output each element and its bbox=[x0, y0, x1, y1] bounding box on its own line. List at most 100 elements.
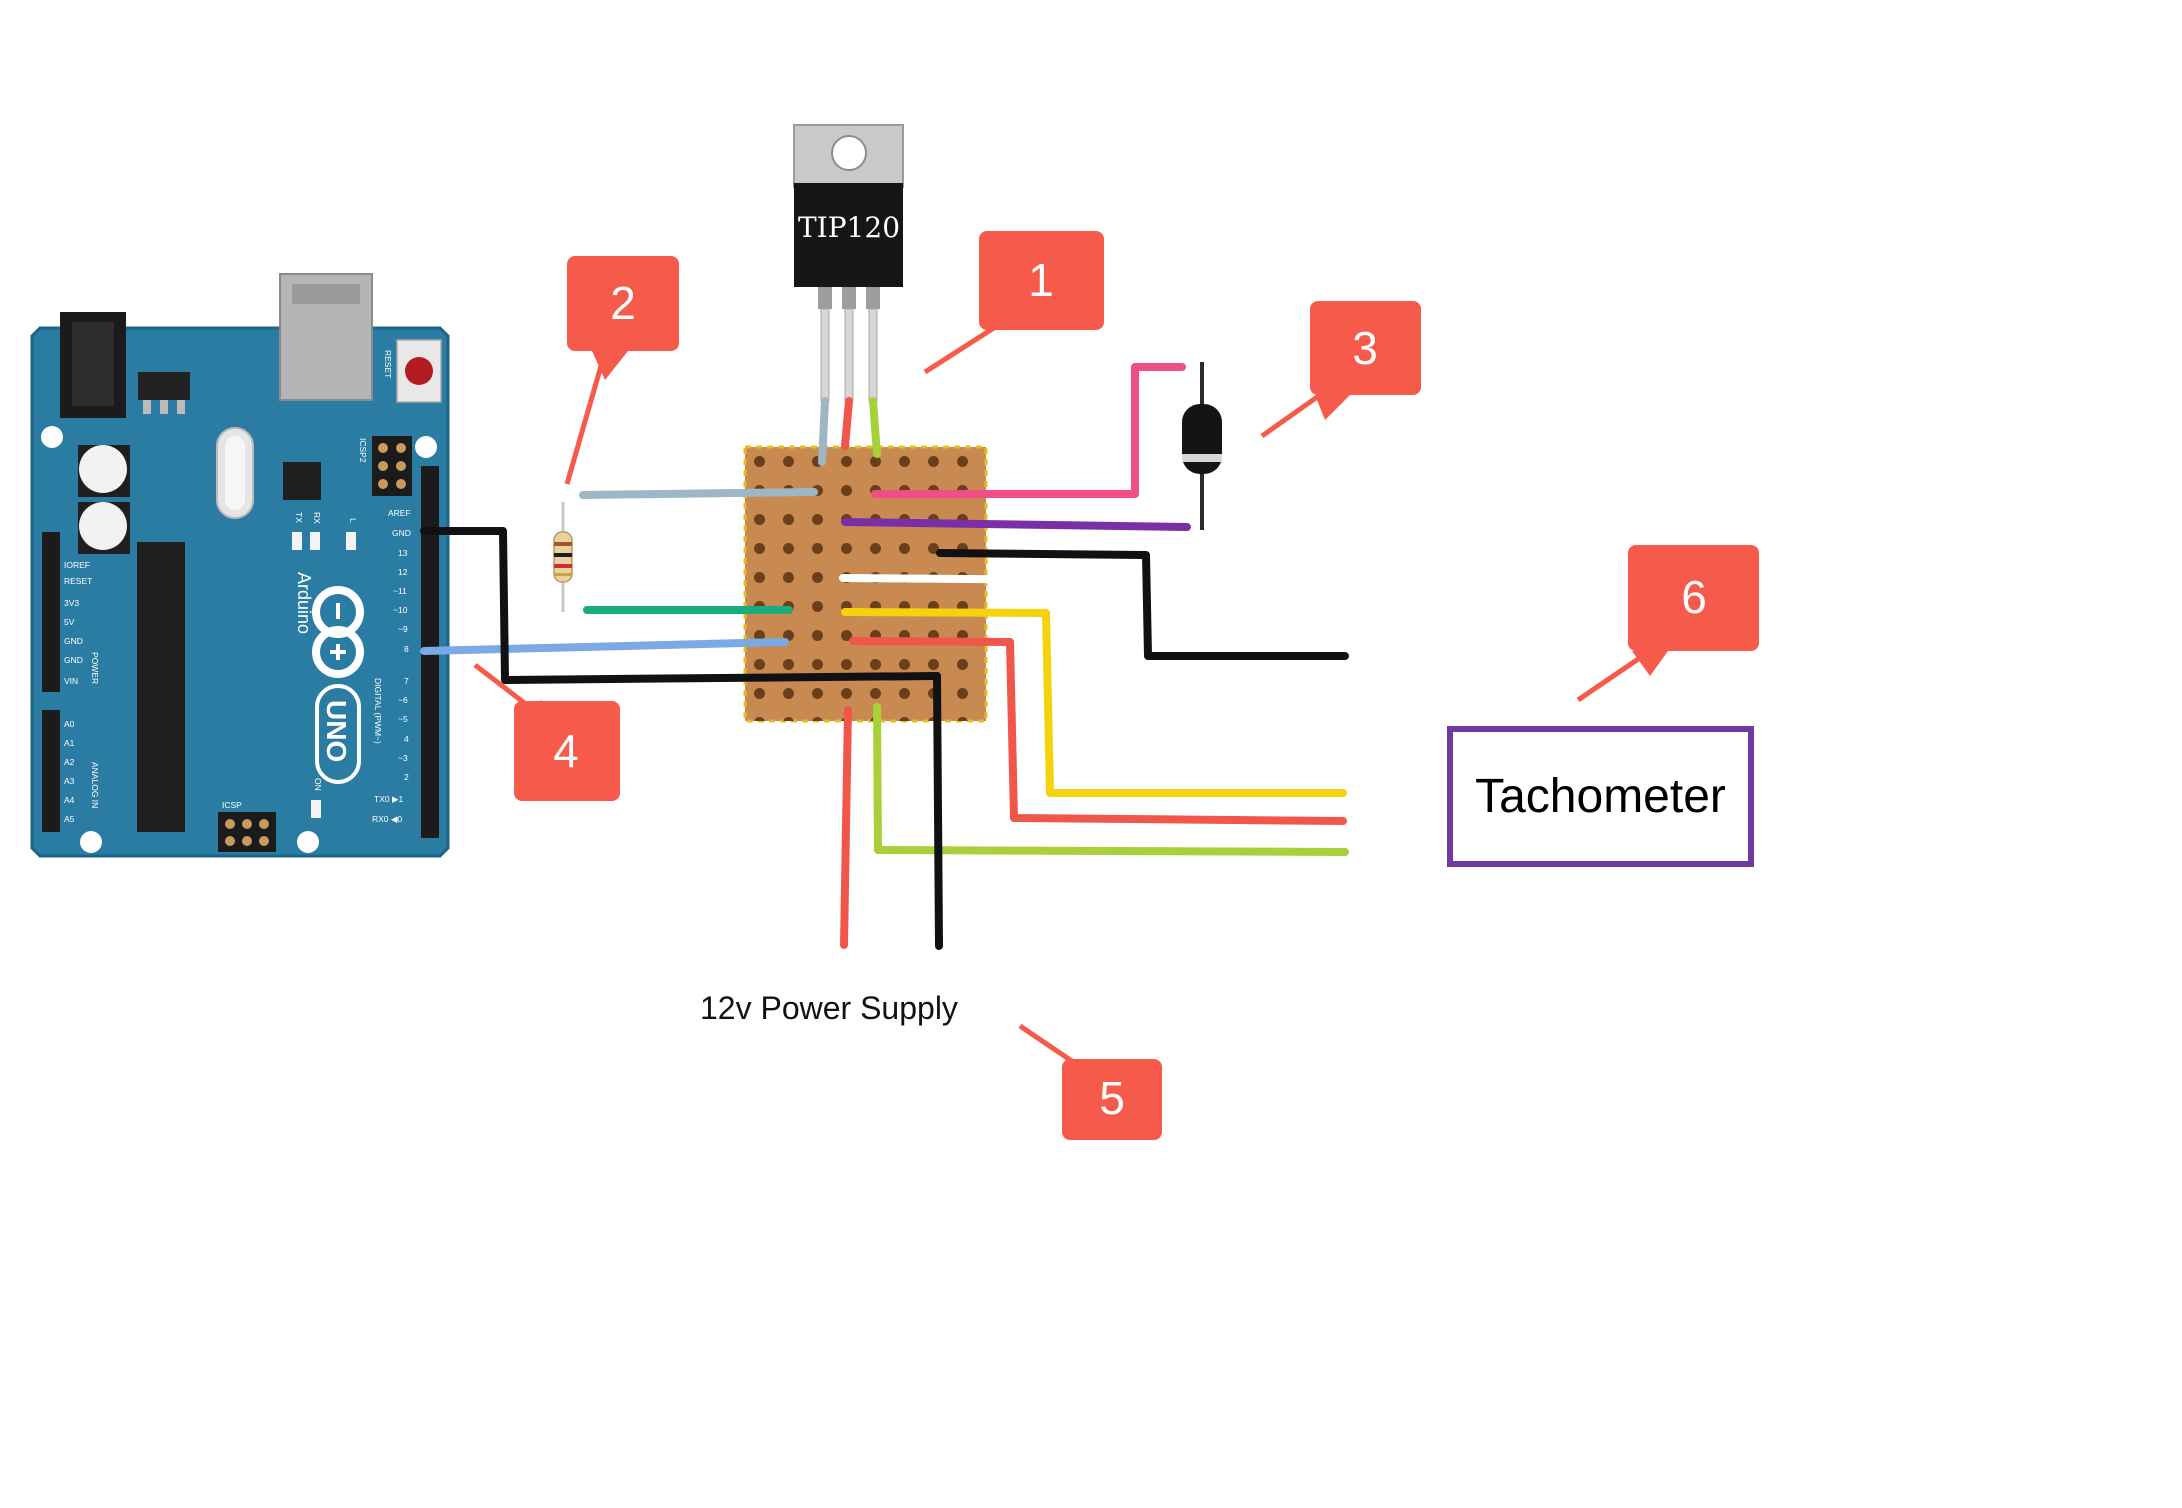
l-label: L bbox=[348, 518, 358, 523]
mounting-hole bbox=[415, 436, 437, 458]
callout-1: 1 bbox=[923, 231, 1104, 375]
wire-tacho-black bbox=[936, 549, 1349, 660]
digital-section-label: DIGITAL (PWM~) bbox=[373, 678, 383, 744]
analog-header bbox=[42, 710, 60, 832]
pin-label: 3V3 bbox=[64, 598, 79, 608]
callout-4: 4 bbox=[473, 663, 620, 801]
transistor-label: TIP120 bbox=[798, 211, 900, 244]
wire-tacho-red bbox=[849, 637, 1347, 825]
callout-2: 2 bbox=[564, 256, 679, 485]
pin-label: VIN bbox=[64, 676, 78, 686]
wire-to-diode-anode bbox=[871, 363, 1186, 498]
on-label: ON bbox=[313, 778, 323, 791]
wire-to-diode-cathode bbox=[841, 518, 1191, 531]
icsp-label: ICSP bbox=[222, 800, 242, 810]
wire-tacho-white bbox=[839, 574, 1347, 752]
callout-number: 1 bbox=[1028, 254, 1054, 306]
pin-label: A2 bbox=[64, 757, 75, 767]
pin-label: A3 bbox=[64, 776, 75, 786]
mounting-hole bbox=[41, 426, 63, 448]
mounting-hole bbox=[80, 831, 102, 853]
pin-label: 8 bbox=[404, 644, 409, 654]
callout-number: 2 bbox=[610, 277, 636, 329]
pin-label: ~11 bbox=[393, 586, 407, 596]
wire-resistor-to-board bbox=[579, 488, 818, 499]
pin-label: 4 bbox=[404, 734, 409, 744]
rx-led bbox=[310, 532, 320, 550]
pin-label: ~5 bbox=[398, 714, 408, 724]
tachometer-box: Tachometer bbox=[1447, 726, 1754, 867]
callout-6: 6 bbox=[1576, 545, 1759, 703]
pin-label: ~9 bbox=[398, 624, 408, 634]
wire-tacho-green bbox=[873, 703, 1349, 856]
diode bbox=[1182, 362, 1222, 530]
pin-label: A4 bbox=[64, 795, 75, 805]
pin-label: GND bbox=[64, 636, 83, 646]
tip120-transistor: TIP120 bbox=[793, 124, 904, 402]
pin-label: ~3 bbox=[398, 753, 408, 763]
analog-header-labels: A0 A1 A2 A3 A4 A5 bbox=[64, 719, 75, 824]
callout-number: 5 bbox=[1099, 1072, 1125, 1124]
pin-label: 7 bbox=[404, 676, 409, 686]
icsp-header bbox=[218, 812, 276, 852]
pin-label: ~10 bbox=[393, 605, 408, 615]
dc-power-jack bbox=[60, 312, 126, 418]
pin-label: 2 bbox=[404, 772, 409, 782]
wire-power-negative bbox=[933, 672, 943, 950]
icsp2-label: ICSP2 bbox=[358, 438, 368, 463]
callout-number: 6 bbox=[1681, 571, 1707, 623]
pin-label: A0 bbox=[64, 719, 75, 729]
power-header-labels: IOREF RESET 3V3 5V GND GND VIN bbox=[64, 560, 92, 686]
uno-text: UNO bbox=[321, 700, 352, 762]
callout-number: 4 bbox=[553, 725, 579, 777]
capacitor bbox=[78, 502, 130, 554]
arduino-uno-board: RESET ICSP2 TX RX L bbox=[30, 273, 450, 858]
icsp2-header bbox=[372, 436, 412, 496]
wire-transistor-collector bbox=[841, 397, 853, 450]
voltage-regulator bbox=[138, 372, 190, 414]
wires bbox=[420, 363, 1349, 950]
power-header bbox=[42, 532, 60, 692]
wire-arduino-ground bbox=[420, 527, 941, 684]
pin-label: A5 bbox=[64, 814, 75, 824]
tx-led bbox=[292, 532, 302, 550]
pin-label: TX0 ▶1 bbox=[374, 794, 403, 804]
pin-label: 12 bbox=[398, 567, 408, 577]
bottom-header-labels: 7 ~6 ~5 4 ~3 2 TX0 ▶1 RX0 ◀0 bbox=[372, 676, 409, 824]
l-led bbox=[346, 532, 356, 550]
power-section-label: POWER bbox=[90, 652, 100, 684]
callout-number: 3 bbox=[1352, 322, 1378, 374]
callout-3: 3 bbox=[1260, 301, 1421, 439]
usb-interface-chip bbox=[283, 462, 321, 500]
pin-label: IOREF bbox=[64, 560, 90, 570]
pin-label: RESET bbox=[64, 576, 92, 586]
usb-connector bbox=[279, 273, 373, 401]
pin-label: GND bbox=[392, 528, 411, 538]
rx-label: RX bbox=[312, 512, 322, 524]
reset-label: RESET bbox=[383, 350, 393, 378]
pin-label: AREF bbox=[388, 508, 411, 518]
arduino-logo-icon bbox=[312, 586, 364, 678]
pin-label: 13 bbox=[398, 548, 408, 558]
wire-arduino-to-board bbox=[420, 638, 789, 655]
wire-power-positive bbox=[840, 706, 852, 949]
uno-logo: UNO bbox=[315, 684, 361, 784]
wire-tacho-yellow bbox=[841, 608, 1347, 797]
wire-transistor-base bbox=[818, 397, 829, 466]
wire-transistor-emitter bbox=[869, 397, 881, 458]
power-supply-label: 12v Power Supply bbox=[700, 990, 958, 1026]
top-header-labels: AREF GND 13 12 ~11 ~10 ~9 8 bbox=[388, 508, 411, 654]
reset-button bbox=[396, 339, 442, 403]
arduino-brand-text: Arduino bbox=[294, 572, 314, 634]
pin-label: A1 bbox=[64, 738, 75, 748]
capacitor bbox=[78, 445, 130, 497]
resistor bbox=[553, 502, 573, 612]
pin-label: RX0 ◀0 bbox=[372, 814, 402, 824]
tx-label: TX bbox=[294, 512, 304, 523]
on-led bbox=[311, 800, 321, 818]
pin-label: 5V bbox=[64, 617, 75, 627]
crystal-oscillator bbox=[216, 427, 254, 519]
pin-label: ~6 bbox=[398, 695, 408, 705]
mounting-hole bbox=[297, 831, 319, 853]
